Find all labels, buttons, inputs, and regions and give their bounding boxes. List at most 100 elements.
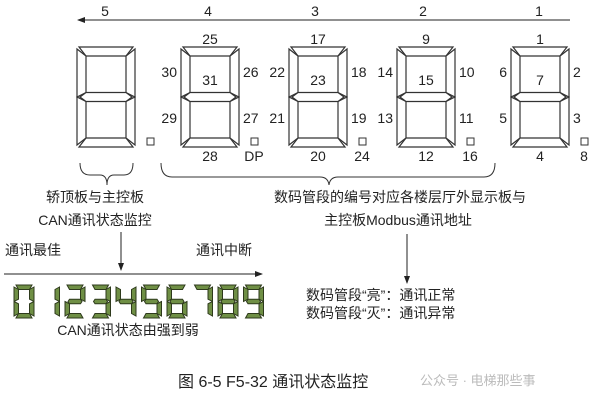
lcd-segment (193, 284, 212, 290)
position-number: 3 (311, 3, 319, 19)
lcd-segment (166, 286, 172, 303)
lcd-segment (168, 284, 186, 290)
segment-top (511, 46, 569, 57)
segment-bot (511, 137, 569, 148)
segment-top (397, 46, 455, 57)
segment-top (181, 46, 239, 57)
segment-label: 20 (310, 148, 326, 164)
segment-bot (181, 137, 239, 148)
segment-label: 2 (573, 64, 581, 80)
segment-label: 23 (310, 72, 326, 88)
segment-mid (291, 91, 345, 103)
lcd-digit-7 (193, 284, 213, 317)
left-brace (79, 162, 134, 186)
segment-mid (513, 91, 567, 103)
left-note-line1: 轿顶板与主控板 (46, 189, 144, 205)
lcd-segment (92, 298, 109, 305)
segment-label: 27 (243, 110, 259, 126)
segment-ur (125, 47, 136, 98)
segment-label: 29 (161, 110, 177, 126)
lcd-segment (91, 284, 110, 290)
segment-label: 1 (536, 31, 544, 47)
right-brace (160, 162, 496, 186)
lcd-segment (115, 286, 121, 303)
lcd-segment (54, 300, 60, 317)
lcd-segment (118, 298, 134, 305)
digit-5 (76, 46, 155, 148)
segment-bot (77, 137, 135, 148)
segment-label: 18 (351, 64, 367, 80)
segment-label: 24 (354, 148, 370, 164)
segment-label: 3 (573, 110, 581, 126)
position-number: 2 (419, 3, 427, 19)
dp-segment (146, 137, 155, 146)
segment-mid (399, 91, 453, 103)
lcd-digit-6 (166, 284, 188, 319)
lcd-segment (15, 284, 33, 290)
lcd-digits (13, 284, 264, 319)
position-number: 1 (535, 3, 543, 19)
segment-ur (229, 47, 240, 98)
segment-label: 25 (202, 31, 218, 47)
dp-segment (358, 137, 367, 146)
segment-label: 22 (269, 64, 285, 80)
lcd-segment (217, 286, 223, 303)
lcd-segment (91, 313, 110, 319)
segment-ul (288, 47, 299, 98)
segment-label: DP (244, 148, 263, 164)
lcd-segment (219, 284, 237, 290)
segment-mid (183, 91, 237, 103)
position-numbers: 5 4 3 2 1 (101, 3, 543, 19)
lcd-segment (143, 298, 160, 305)
lcd-segment (169, 298, 185, 305)
segment-top (289, 46, 347, 57)
segment-mid (79, 91, 133, 103)
watermark: 公众号 · 电梯那些事 (420, 373, 536, 388)
lcd-segment (29, 286, 35, 303)
segment-label: 5 (499, 110, 507, 126)
lcd-digit-0 (13, 284, 35, 319)
lcd-segment (105, 286, 111, 303)
lcd-segment (131, 286, 137, 303)
lcd-segment (66, 313, 84, 319)
status-off: 数码管段“灭”：通讯异常 (306, 305, 455, 321)
lcd-segment (13, 300, 19, 317)
lcd-digit-4 (115, 286, 137, 317)
lcd-segment (142, 284, 161, 290)
lcd-caption: CAN通讯状态由强到弱 (57, 322, 199, 338)
segment-label: 11 (459, 110, 474, 126)
lcd-segment (54, 286, 60, 303)
segment-ll (180, 96, 191, 147)
segment-label: 13 (377, 110, 393, 126)
segment-ll (76, 96, 87, 147)
segment-label: 12 (418, 148, 434, 164)
segment-ul (180, 47, 191, 98)
lcd-segment (244, 284, 263, 290)
lcd-digit-5 (141, 284, 162, 319)
left-note-line2: CAN通讯状态监控 (38, 212, 152, 228)
right-note-line2: 主控板Modbus通讯地址 (324, 212, 472, 228)
lcd-segment (141, 286, 147, 303)
lcd-segment (66, 284, 84, 290)
segment-label: 31 (202, 72, 218, 88)
dp-segment (466, 137, 475, 146)
lcd-digit-3 (91, 284, 111, 319)
lcd-digit-1 (54, 286, 60, 317)
lcd-segment (244, 313, 263, 319)
label-broken: 通讯中断 (196, 242, 252, 258)
segment-label: 16 (462, 148, 478, 164)
segment-label: 30 (161, 64, 177, 80)
lcd-segment (131, 300, 137, 317)
lcd-segment (207, 300, 213, 317)
lcd-segment (220, 298, 236, 305)
lcd-segment (258, 286, 264, 303)
lcd-segment (219, 313, 237, 319)
segment-label: 9 (422, 31, 430, 47)
status-on: 数码管段“亮”：通讯正常 (306, 287, 455, 303)
segment-label: 4 (536, 148, 544, 164)
